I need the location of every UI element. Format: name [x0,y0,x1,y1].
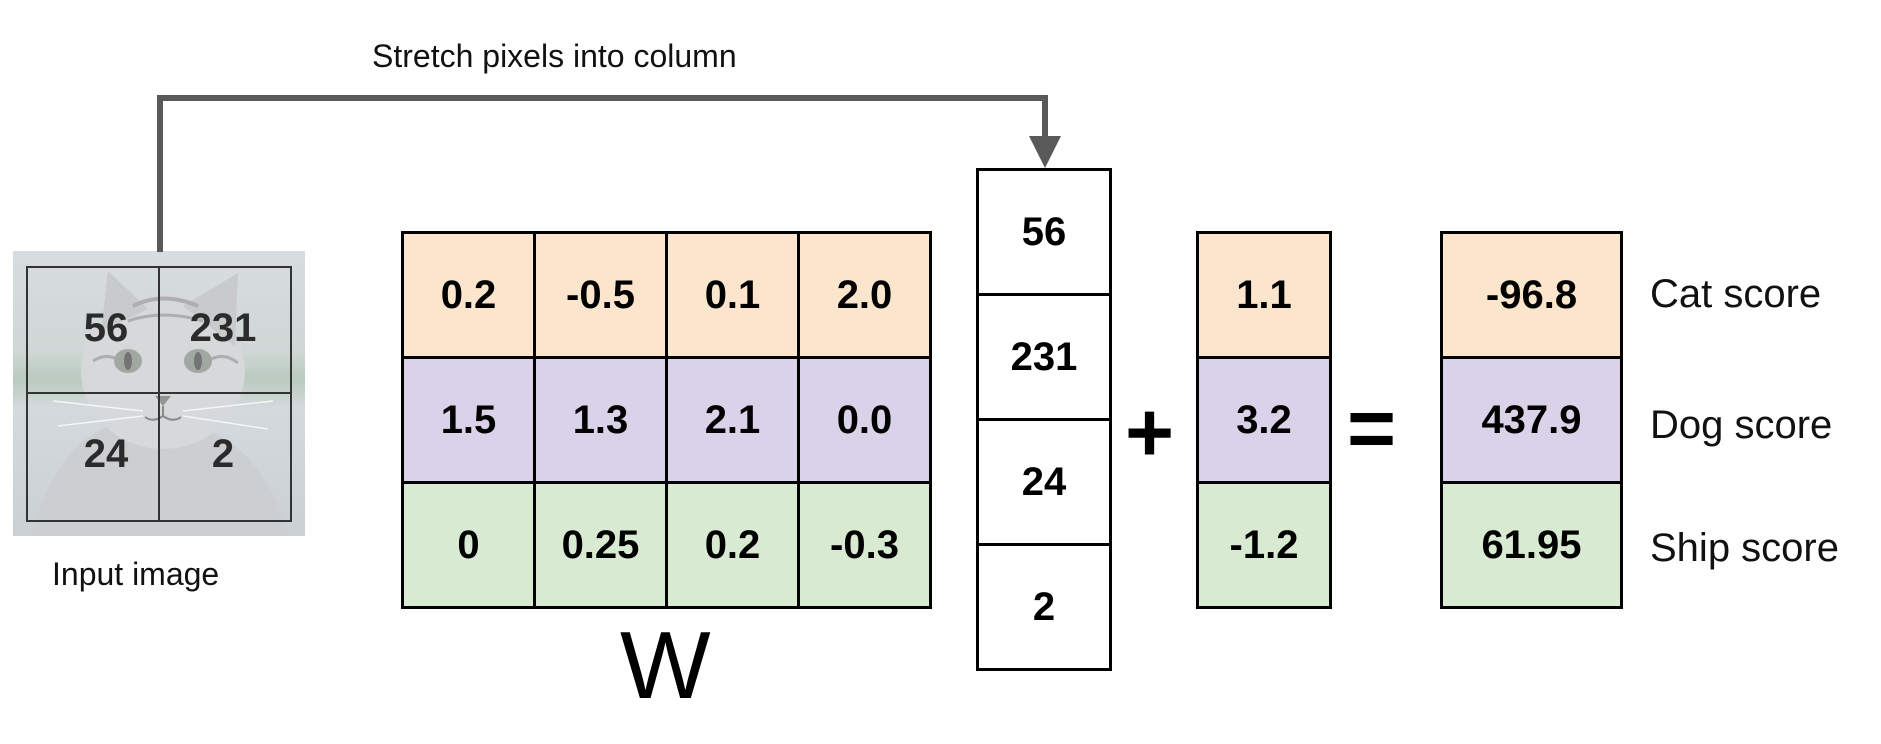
weight-cell: 0.1 [665,231,800,359]
bias-cell: 1.1 [1196,231,1332,359]
bias-cell: -1.2 [1196,481,1332,609]
pixel-value: 56 [83,306,129,350]
column-cell: 231 [976,293,1112,421]
weight-cell: 1.3 [533,356,668,484]
score-cell: 437.9 [1440,356,1623,484]
cat-photo [13,251,305,536]
weight-row-cat: 0.2 -0.5 0.1 2.0 [401,231,932,359]
weight-cell: 0.25 [533,481,668,609]
score-cell: -96.8 [1440,231,1623,359]
input-image: 56 231 24 2 [13,251,305,536]
weight-cell: 0.0 [797,356,932,484]
weight-row-ship: 0 0.25 0.2 -0.3 [401,481,932,609]
score-cell: 61.95 [1440,481,1623,609]
arrow-caption: Stretch pixels into column [372,38,737,74]
scores-vector: -96.8 437.9 61.95 [1440,231,1623,609]
pixel-column-vector: 56 231 24 2 [976,168,1112,671]
score-label-ship: Ship score [1650,526,1839,570]
input-image-caption: Input image [52,556,220,592]
weights-label: W [620,612,711,719]
score-label-cat: Cat score [1650,272,1822,316]
weight-cell: 0.2 [401,231,536,359]
pixel-value: 24 [83,432,129,476]
bias-cell: 3.2 [1196,356,1332,484]
weight-cell: 0.2 [665,481,800,609]
equals-sign: = [1347,381,1397,475]
arrow-line [157,95,1048,252]
weight-cell: -0.3 [797,481,932,609]
weight-row-dog: 1.5 1.3 2.1 0.0 [401,356,932,484]
weight-cell: 1.5 [401,356,536,484]
column-cell: 24 [976,418,1112,546]
weight-cell: 2.1 [665,356,800,484]
pixel-value: 231 [189,306,257,350]
pixel-value: 2 [211,432,235,476]
weight-cell: 2.0 [797,231,932,359]
weight-matrix: 0.2 -0.5 0.1 2.0 1.5 1.3 2.1 0.0 0 0.25 … [401,231,932,609]
column-cell: 56 [976,168,1112,296]
bias-vector: 1.1 3.2 -1.2 [1196,231,1332,609]
arrowhead-icon [1029,136,1061,168]
weight-cell: -0.5 [533,231,668,359]
plus-sign: + [1125,385,1175,479]
weight-cell: 0 [401,481,536,609]
column-cell: 2 [976,543,1112,671]
score-label-dog: Dog score [1650,403,1833,447]
